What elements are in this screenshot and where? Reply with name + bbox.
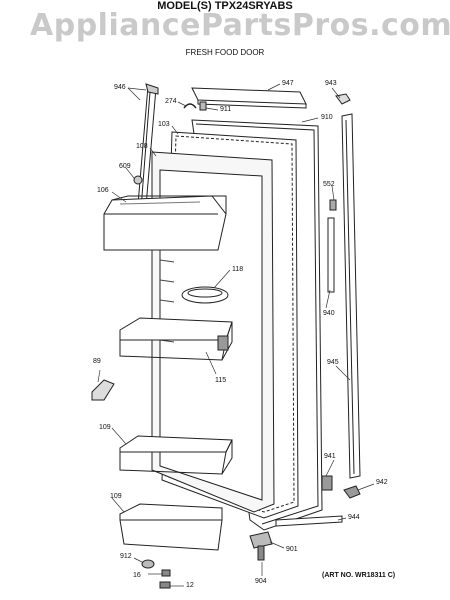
part-942-bracket [343, 485, 361, 499]
part-16-hinge-pin [161, 569, 171, 577]
callout-109-lower: 109 [110, 493, 122, 500]
part-941-block [321, 475, 333, 491]
part-945-side-rail [341, 113, 361, 479]
callout-912: 912 [120, 553, 132, 560]
part-12-bushing [159, 581, 171, 589]
callout-103: 103 [158, 121, 170, 128]
watermark-logo: AppliancePartsPros.com [30, 8, 450, 43]
callout-274: 274 [165, 98, 177, 105]
part-911-screw [199, 101, 207, 111]
model-title: MODEL(S) TPX24SRYABS [157, 0, 293, 12]
callout-943: 943 [325, 80, 337, 87]
callout-12: 12 [186, 582, 194, 589]
callout-942: 942 [376, 479, 388, 486]
callout-89: 89 [93, 358, 101, 365]
part-912-cap [141, 559, 155, 569]
callout-944: 944 [348, 514, 360, 521]
part-943-hinge-bracket [335, 93, 351, 105]
leader-lines [97, 83, 375, 587]
callout-109-upper: 109 [99, 424, 111, 431]
callout-609: 609 [119, 163, 131, 170]
callout-947: 947 [282, 80, 294, 87]
callout-941: 941 [324, 453, 336, 460]
callout-108: 108 [136, 143, 148, 150]
callout-16: 16 [133, 572, 141, 579]
part-274-clip [183, 103, 197, 109]
part-89-small-bin [91, 379, 115, 401]
callout-945: 945 [327, 359, 339, 366]
callout-115: 115 [215, 377, 227, 384]
callout-911: 911 [220, 106, 232, 113]
part-109-shelf-upper [119, 435, 233, 475]
part-118-insert [181, 286, 229, 304]
diagram-subtitle: FRESH FOOD DOOR [185, 48, 265, 57]
part-940-hinge [327, 217, 335, 293]
callout-946: 946 [114, 84, 126, 91]
part-904-pin [257, 545, 265, 561]
part-115-shelf [119, 317, 233, 361]
callout-910: 910 [321, 114, 333, 121]
part-947-top-cap [191, 87, 307, 109]
callout-552: 552 [323, 181, 335, 188]
part-552-screw [329, 199, 337, 211]
callout-904: 904 [255, 578, 267, 585]
callout-118: 118 [232, 266, 244, 273]
part-106-dairy-door [103, 195, 227, 251]
callout-901: 901 [286, 546, 298, 553]
callout-940: 940 [323, 310, 335, 317]
part-944-bottom-trim [275, 515, 343, 527]
art-number: (ART NO. WR18311 C) [322, 572, 396, 579]
part-901-cover [249, 531, 273, 549]
part-609-stop [133, 175, 143, 185]
callout-106: 106 [97, 187, 109, 194]
part-109-shelf-lower [119, 503, 223, 551]
